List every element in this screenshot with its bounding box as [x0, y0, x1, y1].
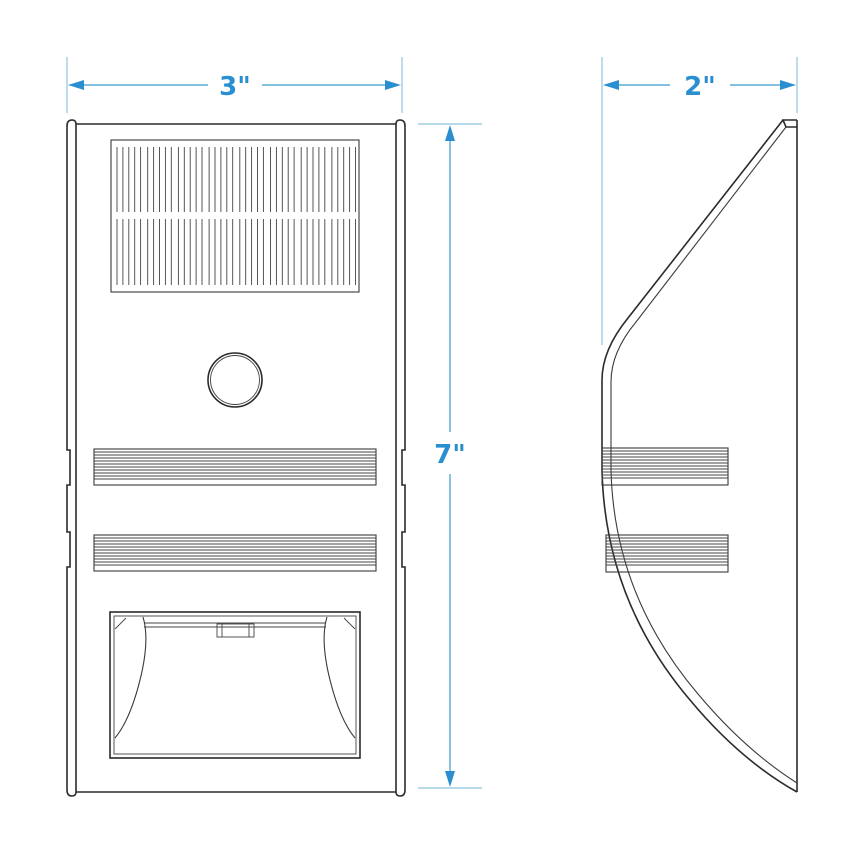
front-view: [66, 119, 406, 797]
height-label: 7": [434, 440, 466, 470]
lamp-window: [109, 611, 361, 759]
side-housing-outer: [601, 119, 798, 793]
front-body-outline: [76, 123, 396, 793]
side-housing-inner: [610, 126, 798, 784]
upper-louver-side: [601, 447, 729, 486]
solar-panel: [110, 139, 360, 293]
right-rail: [395, 119, 406, 797]
depth-dimension: 2": [601, 57, 798, 345]
height-dimension: 7": [418, 123, 482, 789]
upper-louver: [93, 448, 377, 486]
depth-label: 2": [684, 72, 716, 102]
left-rail: [66, 119, 77, 797]
width-label: 3": [219, 72, 251, 102]
lower-louver-side: [605, 534, 729, 573]
motion-sensor-icon: [207, 352, 263, 408]
lower-louver: [93, 534, 377, 572]
side-view: [601, 119, 798, 793]
width-dimension: 3": [66, 57, 403, 113]
